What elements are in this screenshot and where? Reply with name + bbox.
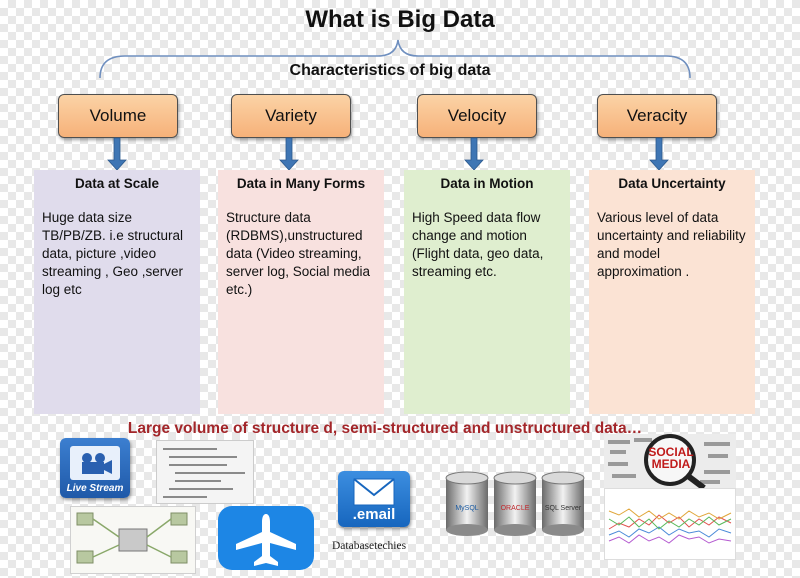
variety-box: Variety xyxy=(231,94,351,138)
velocity-card-body: High Speed data flow change and motion (… xyxy=(412,210,544,279)
variety-arrow xyxy=(279,137,299,171)
sql-server-database-icon xyxy=(541,471,585,536)
email-label: .email xyxy=(352,506,396,523)
oracle-label: ORACLE xyxy=(501,505,530,512)
volume-card-heading: Data at Scale xyxy=(74,176,160,191)
variety-card: Data in Many Forms Structure data (RDBMS… xyxy=(218,170,384,414)
email-icon: .email xyxy=(338,471,410,527)
velocity-card: Data in Motion High Speed data flow chan… xyxy=(404,170,570,414)
veracity-card-heading: Data Uncertainty xyxy=(618,176,726,191)
veracity-box: Veracity xyxy=(597,94,717,138)
oracle-database-icon xyxy=(493,471,537,536)
credit-text: Databasetechies xyxy=(332,540,407,552)
down-arrows xyxy=(107,137,669,171)
velocity-box: Velocity xyxy=(417,94,537,138)
veracity-card: Data Uncertainty Various level of data u… xyxy=(589,170,755,414)
network-diagram-image xyxy=(70,506,196,574)
volume-card-body: Huge data size TB/PB/ZB. i.e structural … xyxy=(42,210,184,297)
code-snippet-image xyxy=(156,440,254,504)
volume-box: Volume xyxy=(58,94,178,138)
social-media-label: SOCIAL MEDIA xyxy=(648,445,694,471)
variety-card-heading: Data in Many Forms xyxy=(236,176,366,191)
volume-arrow xyxy=(107,137,127,171)
bottom-caption: Large volume of structure d, semi-struct… xyxy=(127,420,643,437)
variety-card-body: Structure data (RDBMS),unstructured data… xyxy=(226,210,371,297)
social-media-image: SOCIAL MEDIA xyxy=(604,434,736,491)
database-icons: MySQL ORACLE SQL Server xyxy=(445,471,585,536)
velocity-card-heading: Data in Motion xyxy=(440,176,534,191)
time-series-image xyxy=(604,488,736,560)
veracity-card-body: Various level of data uncertainty and re… xyxy=(597,210,746,279)
diagram-title: What is Big Data xyxy=(305,6,495,33)
mysql-database-icon xyxy=(445,471,489,536)
volume-card: Data at Scale Huge data size TB/PB/ZB. i… xyxy=(34,170,200,414)
velocity-arrow xyxy=(464,137,484,171)
bracket-line xyxy=(99,39,691,79)
live-stream-icon: Live Stream xyxy=(60,438,130,498)
sql-server-label: SQL Server xyxy=(545,505,582,512)
veracity-arrow xyxy=(649,137,669,171)
diagram-subtitle: Characteristics of big data xyxy=(289,62,491,79)
mysql-label: MySQL xyxy=(455,505,478,512)
airplane-icon xyxy=(218,506,314,570)
live-stream-label: Live Stream xyxy=(66,483,124,494)
